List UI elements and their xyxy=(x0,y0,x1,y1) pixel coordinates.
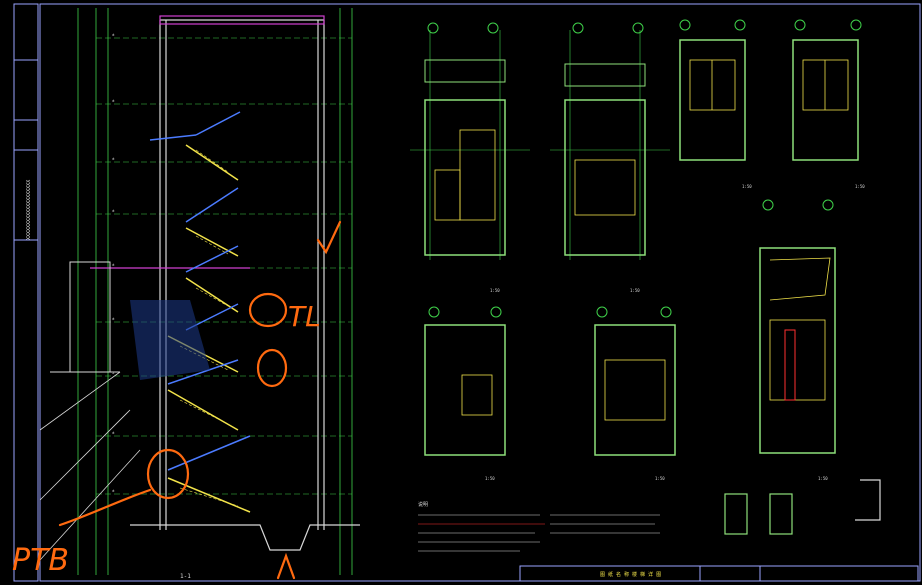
notes-title: 说明 xyxy=(418,501,428,508)
plan-label: 1:50 xyxy=(490,288,500,293)
svg-text:±: ± xyxy=(112,262,115,267)
section-ground-lines xyxy=(39,371,141,561)
plan-4 xyxy=(792,19,862,161)
section-elevation-marks: ± ± ± ± ± ± ± ± ± xyxy=(112,32,115,493)
section-walls xyxy=(130,19,360,551)
title-block xyxy=(519,565,919,582)
svg-text:±: ± xyxy=(112,32,115,37)
svg-text:±: ± xyxy=(112,488,115,493)
annotation-hook xyxy=(276,552,296,580)
sidebar-text: XXXXXXXXXXXXXXXXXXXX xyxy=(26,180,32,240)
title-block-text: 图 纸 名 称 楼 梯 详 图 xyxy=(600,571,661,578)
plan-1 xyxy=(410,22,530,260)
section-beams xyxy=(90,15,325,269)
title-sidebar xyxy=(13,3,39,582)
plan-6 xyxy=(594,306,676,456)
svg-text:±: ± xyxy=(112,316,115,321)
section-label: 1-1 xyxy=(180,573,191,580)
plan-label: 1:50 xyxy=(485,476,495,481)
svg-text:±: ± xyxy=(112,370,115,375)
plan-7 xyxy=(759,199,836,454)
notes-block: 说明 xyxy=(418,501,660,552)
svg-text:±: ± xyxy=(112,430,115,435)
plan-2 xyxy=(550,22,670,260)
plan-label: 1:50 xyxy=(818,476,828,481)
handwritten-marks xyxy=(58,220,342,580)
svg-text:±: ± xyxy=(112,208,115,213)
handwritten-label-tl: TL xyxy=(288,300,321,333)
annotation-leader xyxy=(58,488,152,527)
plan-label: 1:50 xyxy=(655,476,665,481)
section-canopy xyxy=(50,261,120,373)
svg-text:±: ± xyxy=(112,98,115,103)
plan-3 xyxy=(679,19,746,161)
detail-sections xyxy=(724,479,881,535)
svg-text:±: ± xyxy=(112,156,115,161)
section-grid xyxy=(77,8,353,575)
plan-5 xyxy=(424,306,506,456)
section-landing-fill xyxy=(130,300,210,380)
annotation-check xyxy=(316,220,342,255)
annotation-circle-2 xyxy=(256,348,288,388)
annotation-circle-1 xyxy=(248,292,288,328)
plan-label: 1:50 xyxy=(630,288,640,293)
handwritten-label-ptb: PTB xyxy=(12,543,69,578)
plan-labels: 1:50 1:50 1:50 1:50 1:50 1:50 1:50 xyxy=(485,184,865,481)
plan-label: 1:50 xyxy=(742,184,752,189)
plan-label: 1:50 xyxy=(855,184,865,189)
drawing-frame xyxy=(39,3,921,582)
annotation-circle-3 xyxy=(146,448,190,500)
